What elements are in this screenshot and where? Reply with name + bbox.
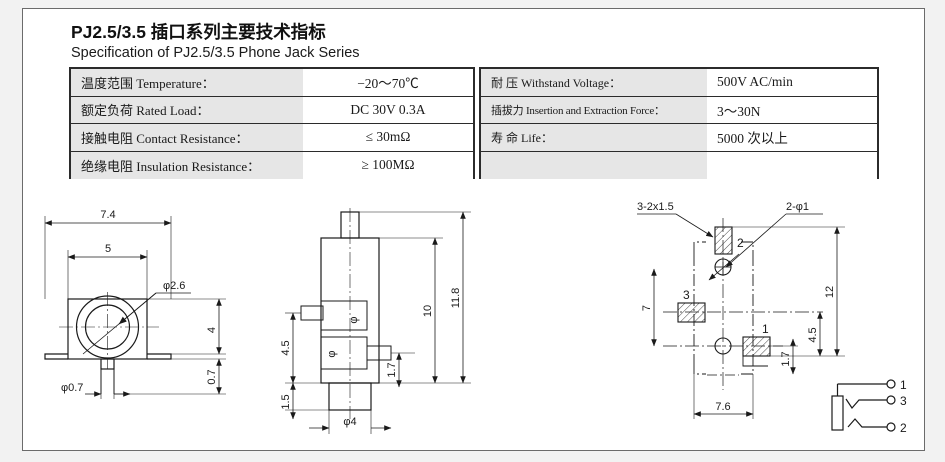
spec-table-right: 耐 压 Withstand Voltage： 500V AC/min 插拔力 I… [479,67,879,179]
dim-side-body-length: 10 [422,305,434,317]
spec-value [707,151,877,179]
spec-value: ≤ 30mΩ [303,124,473,151]
dim-pcb-mid-offset: 4.5 [807,327,819,342]
spec-label: 绝缘电阻 Insulation Resistance： [71,151,303,179]
pcb-pin-number-3: 3 [683,288,690,302]
dim-front-body-height: 4 [206,327,218,333]
spec-label [481,151,707,179]
spec-value: 500V AC/min [707,69,877,96]
spec-value: −20～70℃ [303,69,473,96]
table-row: 温度范围 Temperature： −20～70℃ [71,69,473,97]
spec-label: 耐 压 Withstand Voltage： [481,69,707,96]
dim-side-upper-offset: 4.5 [280,340,292,355]
table-row: 接触电阻 Contact Resistance： ≤ 30mΩ [71,124,473,152]
dim-side-overall-length: 11.8 [450,288,462,309]
table-row: 寿 命 Life： 5000 次以上 [481,124,877,152]
note-pad-size: 3-2x1.5 [637,201,674,213]
page-subtitle-en: Specification of PJ2.5/3.5 Phone Jack Se… [71,45,360,61]
drawings-svg: 7.4 5 [44,201,907,435]
pcb-pin-number-1: 1 [762,322,769,336]
side-view-group: φ φ 11.8 10 [280,208,471,434]
label-side-inner-bottom: φ [326,350,338,357]
schematic-terminal-2: 2 [900,421,907,435]
spec-value: 5000 次以上 [707,124,877,151]
spec-value: 3～30N [707,96,877,123]
pcb-layout-group: 3-2x1.5 2-φ1 2 [637,201,845,419]
dim-side-lower-offset: 1.5 [280,394,292,409]
technical-drawings: 7.4 5 [23,194,924,450]
table-row: 额定负荷 Rated Load： DC 30V 0.3A [71,96,473,124]
spec-label: 接触电阻 Contact Resistance： [71,124,303,151]
dim-front-overall-width: 7.4 [100,209,115,221]
dim-front-bore-diameter: φ2.6 [163,280,185,292]
table-row: 绝缘电阻 Insulation Resistance： ≥ 100MΩ [71,151,473,179]
spec-label: 额定负荷 Rated Load： [71,96,303,123]
dim-side-barrel-diameter: φ4 [343,416,356,428]
spec-value: DC 30V 0.3A [303,96,473,123]
dim-front-pin-diameter: φ0.7 [61,382,83,394]
label-side-inner-top: φ [348,316,360,323]
schematic-terminal-1: 1 [900,378,907,392]
spec-label: 插拔力 Insertion and Extraction Force： [481,96,707,123]
dim-front-inner-width: 5 [105,243,111,255]
note-hole-size: 2-φ1 [786,201,809,213]
table-row: 耐 压 Withstand Voltage： 500V AC/min [481,69,877,97]
dim-front-flange-offset: 0.7 [206,369,218,384]
content-panel: PJ2.5/3.5 插口系列主要技术指标 Specification of PJ… [22,8,925,451]
spec-value: ≥ 100MΩ [303,151,473,179]
dim-pcb-overall-height: 12 [824,286,836,298]
dim-side-terminal-offset: 1.7 [386,362,398,377]
schematic-terminal-3: 3 [900,394,907,408]
dim-pcb-overall-width: 7.6 [715,401,730,413]
pcb-pin-number-2: 2 [737,236,744,250]
table-row: 插拔力 Insertion and Extraction Force： 3～30… [481,96,877,124]
circuit-schematic-group: 1 3 2 [831,378,907,435]
spec-table-left: 温度范围 Temperature： −20～70℃ 额定负荷 Rated Loa… [69,67,475,179]
dim-pcb-pad-offset: 1.7 [780,351,792,366]
dim-pcb-upper-span: 7 [641,305,653,311]
front-view-group: 7.4 5 [44,209,226,399]
spec-label: 寿 命 Life： [481,124,707,151]
table-row [481,151,877,179]
spec-label: 温度范围 Temperature： [71,69,303,96]
page-title-cn: PJ2.5/3.5 插口系列主要技术指标 [71,22,326,42]
